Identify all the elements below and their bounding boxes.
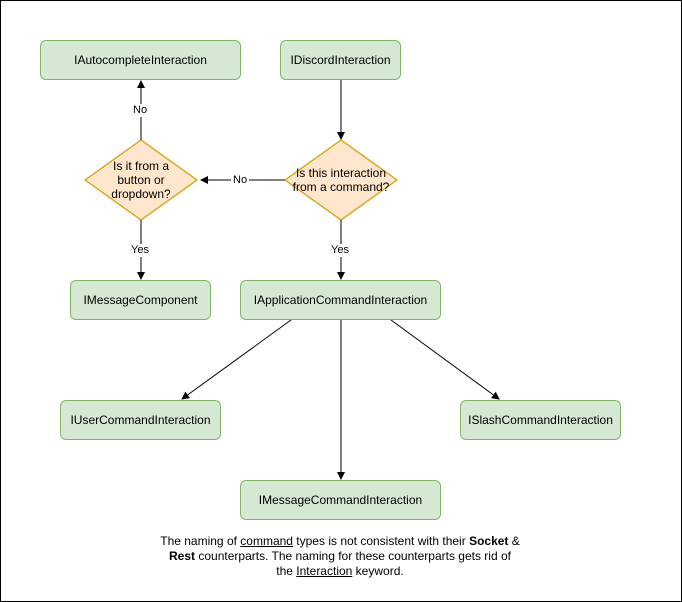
note-command-underlined: command (240, 534, 293, 548)
edge-label-yes-command: Yes (329, 244, 351, 257)
node-message-command-interaction: IMessageCommandInteraction (240, 480, 441, 520)
edge-label-yes-component: Yes (129, 244, 151, 257)
note-rest-bold: Rest (169, 549, 196, 563)
note-socket-bold: Socket (469, 534, 509, 548)
node-slash-command-interaction: ISlashCommandInteraction (460, 400, 621, 440)
decision-component-label: Is it from a button or dropdown? (111, 159, 171, 201)
node-message-component: IMessageComponent (70, 280, 211, 320)
node-application-command-interaction: IApplicationCommandInteraction (240, 280, 441, 320)
node-user-command-interaction: IUserCommandInteraction (60, 400, 221, 440)
edge-label-no-command: No (231, 174, 250, 187)
edge-label-no-component: No (131, 104, 150, 117)
edge-app-to-slash (390, 319, 500, 400)
note-interaction-underlined: Interaction (296, 564, 353, 578)
edge-app-to-user (181, 319, 292, 400)
naming-note: The naming of command types is not consi… (160, 534, 520, 578)
decision-command-label: Is this interaction from a command? (292, 166, 390, 194)
node-autocomplete-interaction: IAutocompleteInteraction (40, 40, 241, 80)
node-discord-interaction: IDiscordInteraction (280, 40, 401, 80)
